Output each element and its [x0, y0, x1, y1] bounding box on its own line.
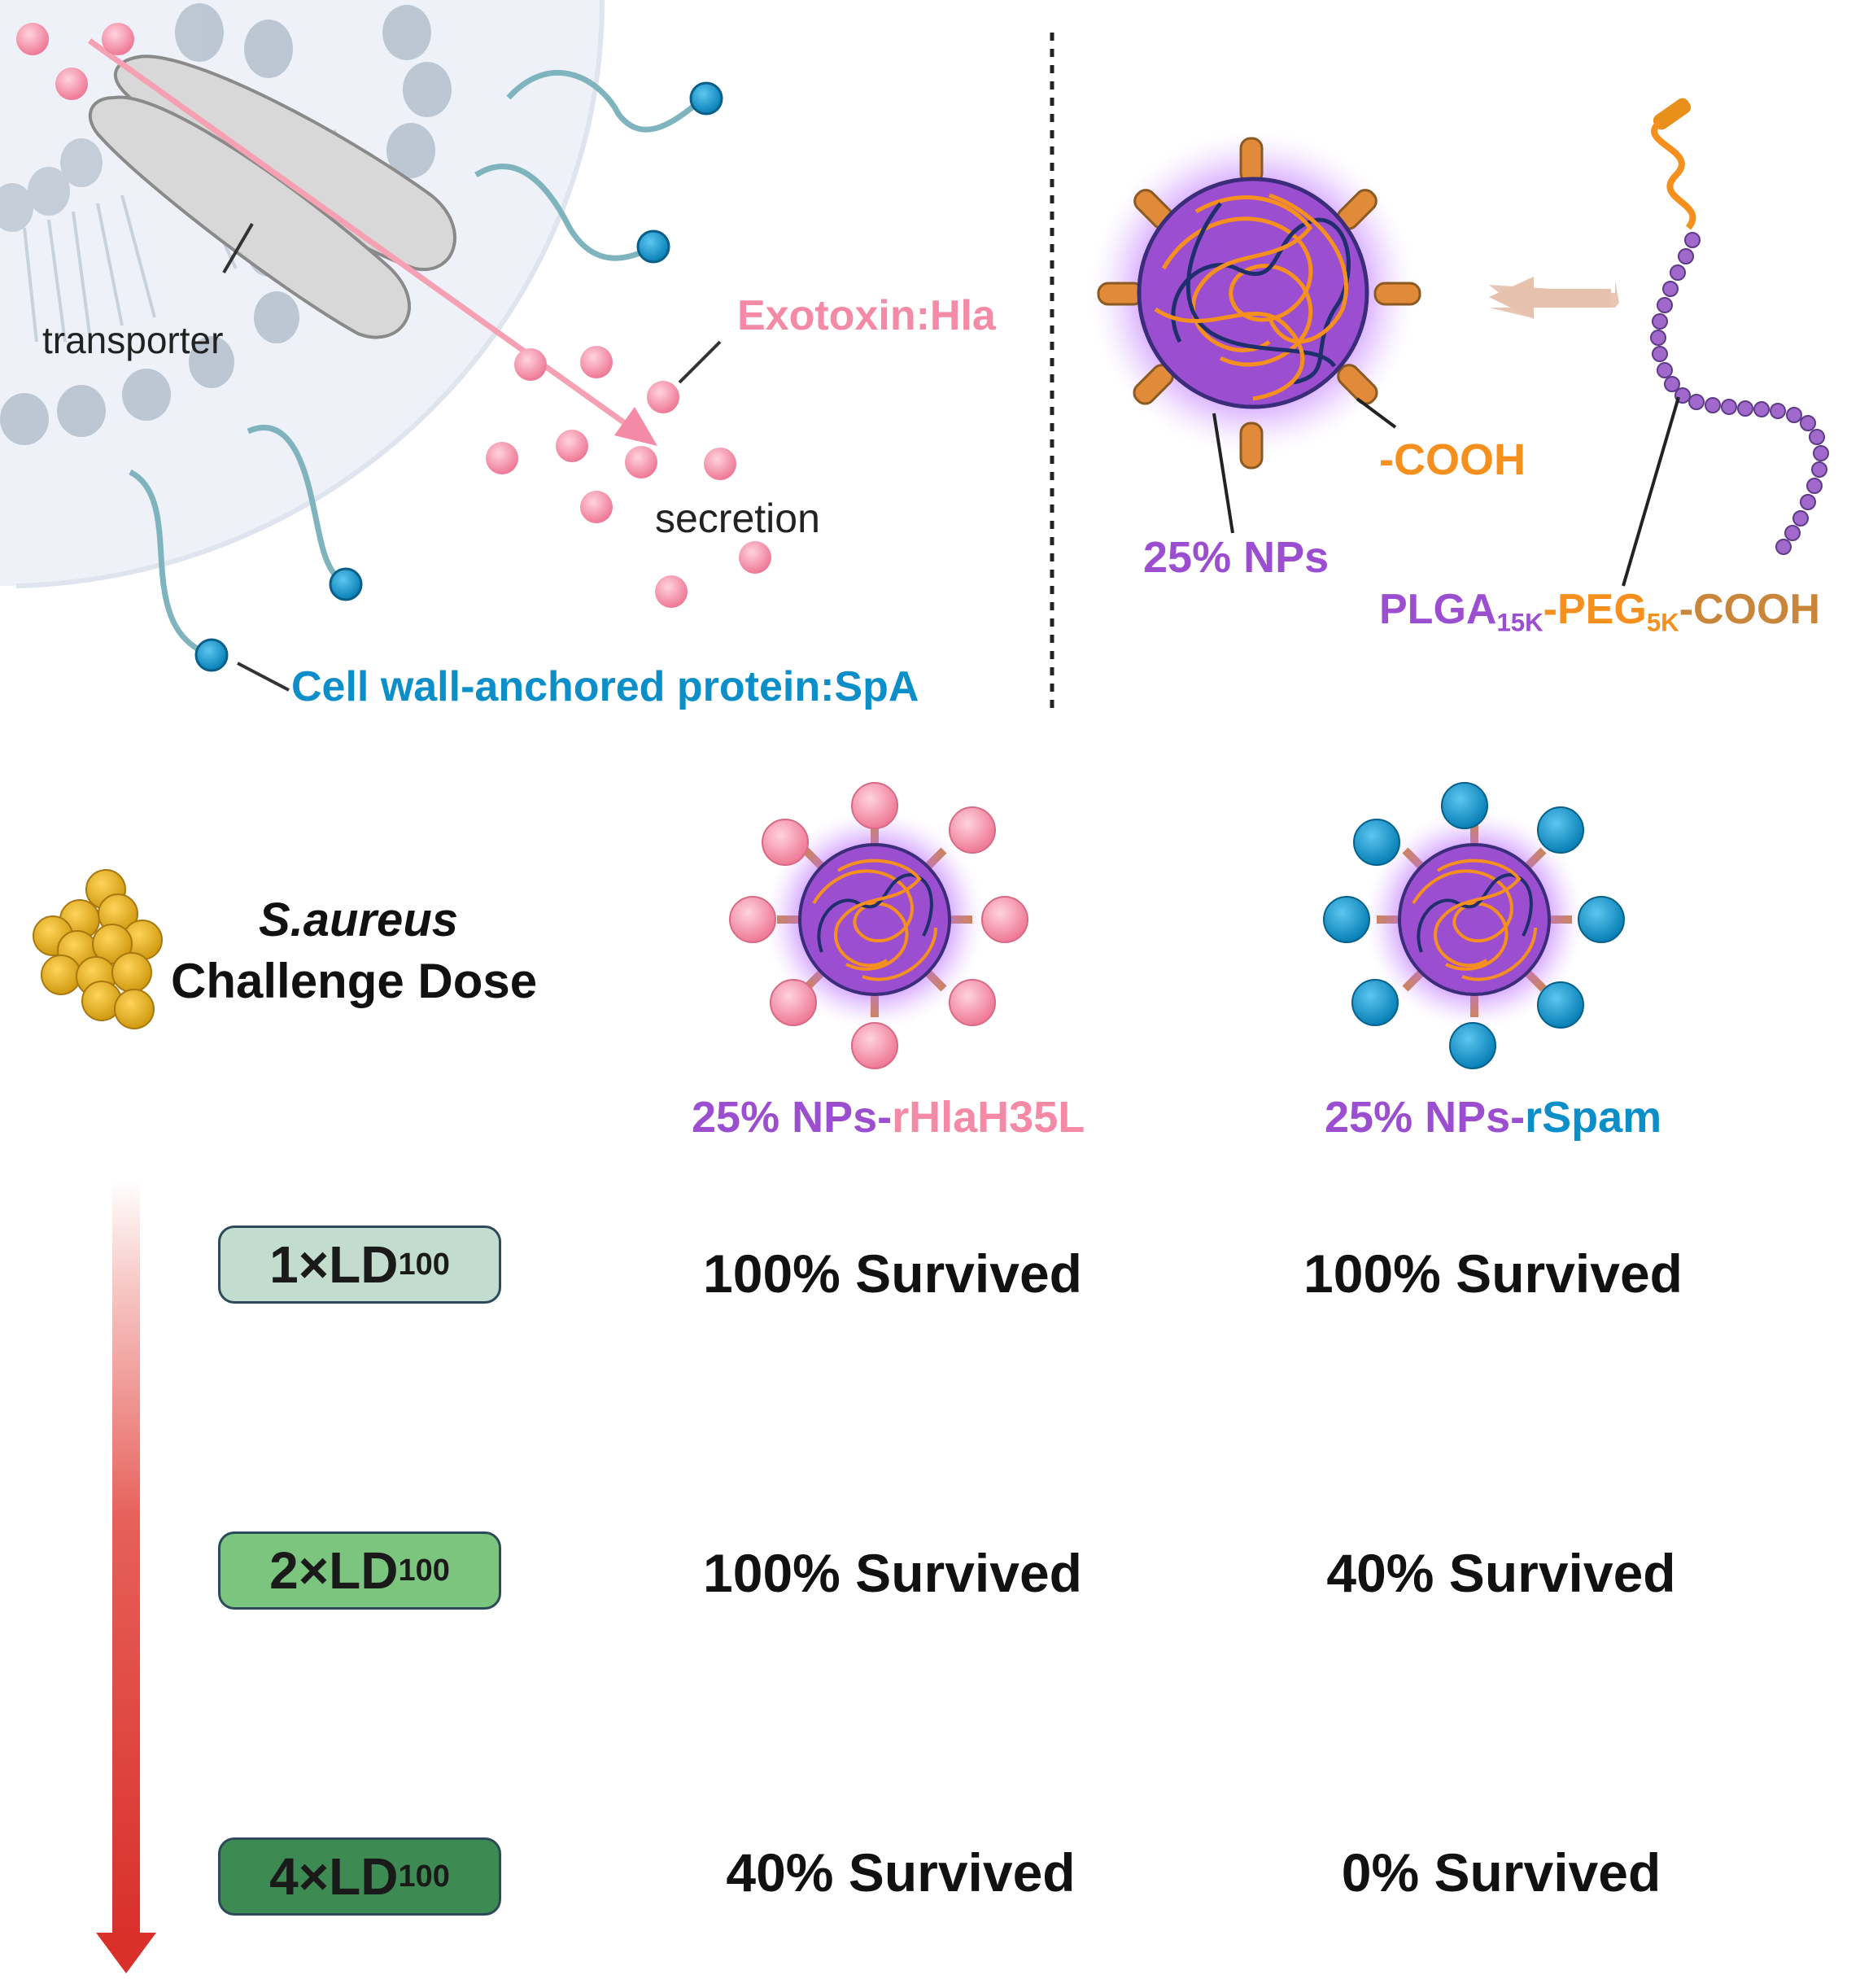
species-label: S.aureus — [259, 894, 458, 946]
spa-heads — [194, 81, 723, 672]
assembly-arrow-head — [1489, 277, 1611, 319]
survival-rhla-4x: 40% Survived — [726, 1842, 1076, 1903]
survival-rhla-2x: 100% Survived — [703, 1543, 1082, 1603]
secretion-label: secretion — [655, 496, 820, 541]
challenge-dose-label: Challenge Dose — [171, 954, 538, 1008]
survival-rhla-1x: 100% Survived — [703, 1243, 1082, 1304]
cooh-pointer — [1356, 397, 1397, 429]
spa-proteins — [129, 70, 706, 658]
survival-rspam-2x: 40% Survived — [1326, 1543, 1676, 1603]
nanoparticle-icon — [1090, 130, 1421, 470]
transporter-label: transporter — [42, 319, 224, 361]
spa-pointer — [237, 662, 290, 692]
np-rspam-icon — [1323, 782, 1625, 1069]
np-rhla-icon — [729, 782, 1028, 1069]
dose-gradient-arrow — [96, 1180, 156, 1973]
nps-pointer — [1212, 413, 1234, 534]
transporter-icon — [88, 55, 456, 339]
bacteria-cluster-icon — [33, 869, 163, 1029]
cooh-label: -COOH — [1379, 435, 1526, 484]
cell-wall-label: Cell wall-anchored protein:SpA — [291, 663, 919, 710]
survival-rspam-1x: 100% Survived — [1303, 1243, 1683, 1304]
polymer-formula: PLGA15K-PEG5K-COOH — [1379, 586, 1821, 637]
polymer-chain-icon — [1622, 98, 1829, 587]
exotoxin-pointer — [678, 340, 722, 384]
exotoxin-label: Exotoxin:Hla — [737, 292, 996, 339]
np-rspam-label: 25% NPs-rSpam — [1325, 1093, 1662, 1142]
nps-label: 25% NPs — [1143, 533, 1330, 582]
survival-rspam-4x: 0% Survived — [1341, 1842, 1661, 1903]
exotoxin-particles — [16, 23, 771, 608]
np-rhla-label: 25% NPs-rHlaH35L — [692, 1093, 1085, 1142]
